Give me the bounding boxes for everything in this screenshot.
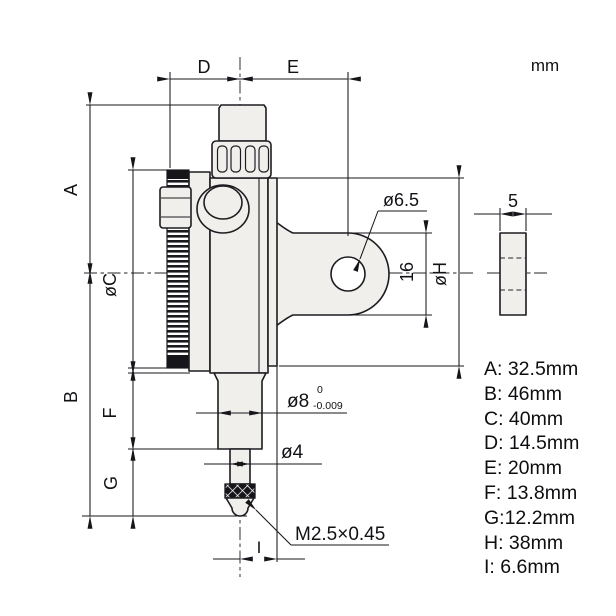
lug-side-view: [499, 232, 527, 316]
dim-label-5: 5: [508, 191, 518, 211]
dim-label-B: B: [61, 391, 81, 403]
case-back-cover: [267, 177, 278, 367]
dim-label-G: G: [101, 476, 121, 490]
dim-label-16: 16: [397, 262, 417, 282]
dim-plate-thickness: 5: [474, 191, 552, 231]
legend-item: B: 46mm: [484, 382, 563, 405]
bezel-top-band: [167, 170, 189, 179]
dim-label-stem-dia: ø8: [287, 391, 309, 412]
center-lines: [84, 57, 550, 577]
dim-label-E: E: [287, 57, 299, 77]
bezel-clamp: [159, 186, 192, 229]
legend-item: E: 20mm: [484, 457, 563, 480]
crown-knob-inner: [203, 185, 243, 220]
legend-item: A: 32.5mm: [484, 358, 579, 380]
dim-C: øC: [100, 157, 167, 381]
flange-groove: [216, 145, 228, 173]
dim-label-A: A: [61, 184, 81, 196]
dim-label-H: øH: [430, 262, 450, 286]
dim-label-F: F: [100, 408, 120, 419]
spindle: [229, 448, 251, 485]
dim-label-spindle-dia: ø4: [281, 442, 304, 463]
dim-label-D: D: [198, 57, 211, 77]
legend-item: H: 38mm: [484, 531, 564, 554]
contact-point-tip: [225, 497, 255, 517]
stem: [213, 372, 267, 450]
flange-groove: [244, 145, 256, 173]
dim-spindle-dia: ø4: [204, 442, 322, 467]
legend-item: F: 13.8mm: [484, 481, 578, 504]
contact-point-knurl: [224, 483, 256, 499]
dim-label-I: I: [257, 538, 262, 557]
dim-lug-height: 16: [350, 220, 432, 328]
flange-groove: [258, 145, 270, 173]
dim-thread: M2.5×0.45: [245, 499, 389, 546]
dim-A: A: [61, 92, 219, 284]
legend-item: C: 40mm: [484, 407, 564, 430]
dim-G: G: [101, 437, 136, 529]
bezel-bottom-band: [167, 355, 189, 368]
dim-E: E: [227, 57, 361, 236]
dim-I: I: [213, 366, 305, 562]
lug-hole: [330, 256, 366, 292]
indicator-body: [159, 104, 390, 517]
dim-stem-dia: ø8 0 -0.009: [196, 384, 347, 416]
dim-label-C: øC: [100, 273, 120, 297]
stem-tolerance-upper: 0: [317, 384, 323, 396]
dim-B: B: [61, 263, 247, 529]
lifting-cap: [218, 104, 267, 142]
dim-F: F: [100, 361, 218, 461]
stem-tolerance-lower: -0.009: [313, 400, 343, 412]
dim-label-hole-dia: ø6.5: [383, 190, 419, 210]
legend-item: D: 14.5mm: [484, 432, 580, 455]
flange-groove: [230, 145, 242, 173]
legend-item: I: 6.6mm: [484, 556, 560, 579]
legend-item: G:12.2mm: [484, 506, 576, 529]
dim-label-thread: M2.5×0.45: [295, 524, 385, 545]
dim-hole-dia: ø6.5: [353, 190, 427, 272]
dimension-legend: A: 32.5mm B: 46mm C: 40mm D: 14.5mm E: 2…: [484, 357, 579, 580]
side-view-plate: [499, 232, 527, 316]
unit-label: mm: [531, 56, 559, 75]
dim-H: øH: [277, 165, 464, 379]
dim-D: D: [157, 57, 253, 168]
